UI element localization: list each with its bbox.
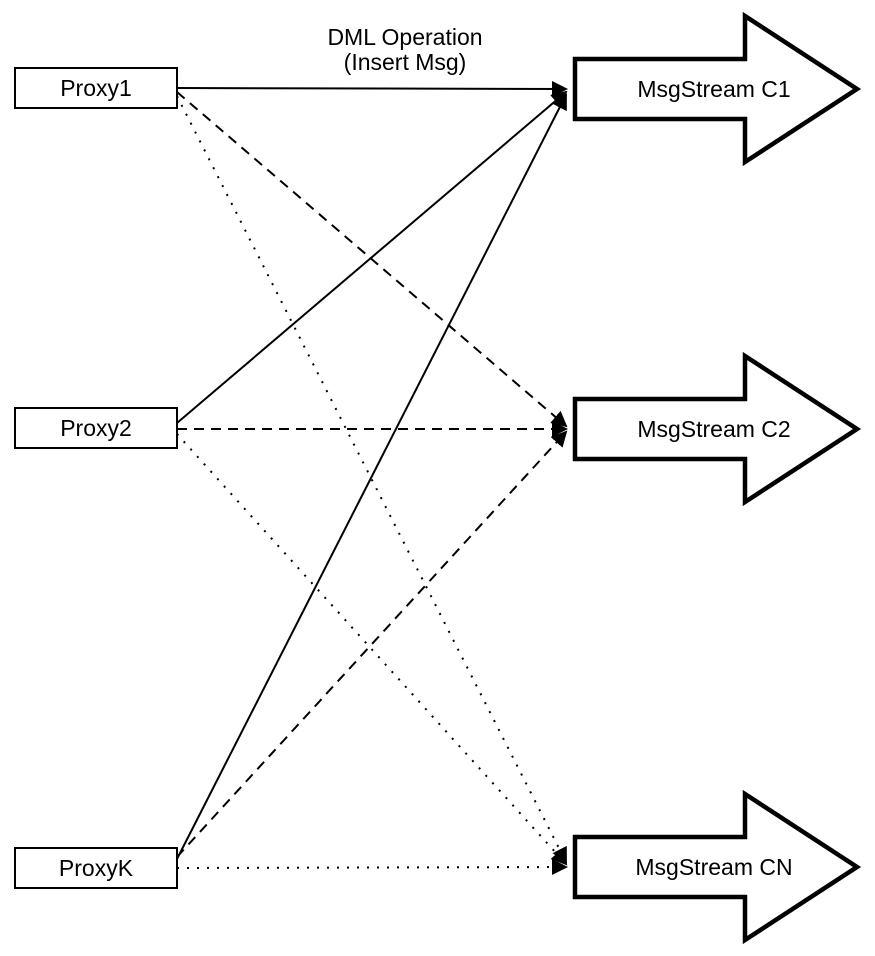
node-proxy2: Proxy2 — [14, 407, 178, 449]
msgstream-c1-label: MsgStream C1 — [637, 76, 790, 102]
proxyk-box — [14, 847, 178, 889]
msgstream-cn-label: MsgStream CN — [635, 854, 792, 880]
msgstream-c1-block-arrow-shape — [572, 11, 862, 167]
node-msgstream-c1: MsgStream C1 — [572, 11, 862, 167]
node-msgstream-cn: MsgStream CN — [572, 789, 862, 945]
edge-proxy1-to-msgstream-c2 — [176, 91, 568, 428]
edge-proxyk-to-msgstream-c1 — [176, 93, 567, 860]
edge-label-line1: DML Operation — [327, 24, 482, 50]
edge-proxy1-to-msgstream-c1 — [176, 80, 568, 97]
edge-proxyk-to-msgstream-cn — [176, 859, 568, 876]
node-msgstream-c2: MsgStream C2 — [572, 351, 862, 507]
edge-proxyk-to-msgstream-c2 — [176, 430, 568, 858]
msgstream-c2-label: MsgStream C2 — [637, 416, 790, 442]
proxy2-label: Proxy2 — [60, 415, 132, 441]
msgstream-cn-block-arrow-shape — [572, 789, 862, 945]
edge-proxy2-to-msgstream-c1 — [176, 90, 568, 424]
node-proxyk: ProxyK — [14, 847, 178, 889]
node-proxy1: Proxy1 — [14, 67, 178, 109]
msgstream-c2-block-arrow-shape — [572, 351, 862, 507]
edge-proxy2-to-msgstream-cn — [176, 433, 568, 866]
proxy1-box — [14, 67, 178, 109]
proxy2-box — [14, 407, 178, 449]
proxy1-label: Proxy1 — [60, 75, 132, 101]
edge-label-line2: (Insert Msg) — [344, 49, 467, 75]
proxyk-label: ProxyK — [59, 855, 134, 881]
